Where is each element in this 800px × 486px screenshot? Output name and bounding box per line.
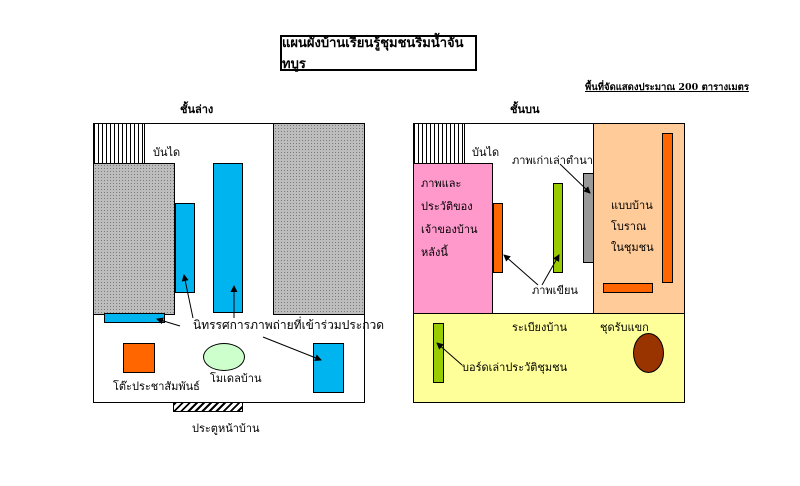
exhibit-panel-1 <box>175 203 195 293</box>
ground-stairs <box>93 123 145 165</box>
ground-storage-left <box>93 163 175 315</box>
community-board-label: บอร์ดเล่าประวัติชุมชน <box>462 361 568 374</box>
ancient-house-line: ในชุมชน <box>611 241 654 254</box>
veranda-label: ระเบียงบ้าน <box>512 321 568 334</box>
owner-history-text: ภาพและ ประวัติของ เจ้าของบ้าน หลังนี้ <box>421 172 478 264</box>
drawing-panel-orange <box>493 203 503 273</box>
ancient-house-line: โบราณ <box>611 220 647 233</box>
area-note: พื้นที่จัดแสดงประมาณ 200 ตารางเมตร <box>585 82 749 93</box>
owner-history-line: ประวัติของ <box>421 200 473 213</box>
owner-history-line: หลังนี้ <box>421 246 448 259</box>
exhibit-panel-2 <box>213 163 243 313</box>
upper-stairs <box>413 123 465 165</box>
house-model-label: โมเดลบ้าน <box>210 372 262 385</box>
front-door-label: ประตูหน้าบ้าน <box>192 422 260 435</box>
ancient-house-panel-vertical <box>662 133 673 283</box>
ground-stairs-label: บันได <box>153 146 181 159</box>
drawings-label: ภาพเขียน <box>532 284 578 297</box>
drawing-panel-green <box>553 183 563 273</box>
community-board <box>433 323 444 383</box>
guest-set <box>633 333 664 373</box>
ground-storage-right <box>273 123 365 315</box>
exhibit-panel-3 <box>104 313 165 323</box>
photo-exhibit-label: นิทรรศการภาพถ่ายที่เข้าร่วมประกวด <box>193 318 385 332</box>
title-box: แผนผังบ้านเรียนรู้ชุมชนริมน้ำจันทบูร <box>280 35 477 72</box>
map-title: แผนผังบ้านเรียนรู้ชุมชนริมน้ำจันทบูร <box>282 36 464 72</box>
owner-history-line: เจ้าของบ้าน <box>421 223 478 236</box>
exhibit-panel-4 <box>313 343 344 393</box>
upper-stairs-label: บันได <box>472 146 500 159</box>
ancient-house-panel-horizontal <box>603 283 653 293</box>
ancient-house-line: แบบบ้าน <box>611 199 653 212</box>
owner-history-line: ภาพและ <box>421 177 462 190</box>
ground-floor-heading: ชั้นล่าง <box>180 103 214 116</box>
guest-set-label: ชุดรับแขก <box>600 321 649 334</box>
legend-paintings-label: ภาพเก่าเล่าตำนาน <box>512 154 601 167</box>
pr-desk <box>123 343 155 373</box>
upper-floor-heading: ชั้นบน <box>510 103 540 116</box>
pr-desk-label: โต๊ะประชาสัมพันธ์ <box>113 380 200 393</box>
ancient-house-text: แบบบ้าน โบราณ ในชุมชน <box>611 195 654 258</box>
house-model <box>203 343 245 371</box>
front-door <box>173 402 243 412</box>
